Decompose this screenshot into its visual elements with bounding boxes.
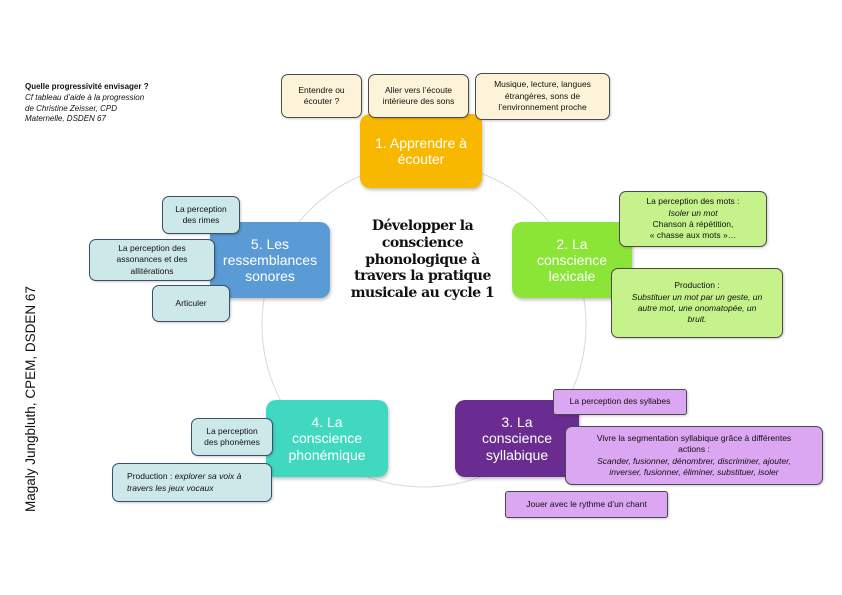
box-text: La perception des mots : [646, 196, 740, 207]
box-text: bruit. [687, 314, 707, 325]
box-text: assonances et des [116, 254, 188, 265]
box-text: écouter ? [303, 96, 340, 106]
box-text: Production : explorer sa voix à [127, 471, 241, 482]
box-text: Production : [127, 471, 175, 482]
box-text: travers les jeux vocaux [127, 482, 214, 493]
box-text: actions : [678, 444, 710, 455]
note-line-2: de Christine Zeisser, CPD [25, 103, 118, 113]
box-ecoute-interieure: Aller vers l’écoute intérieure des sons [368, 74, 469, 118]
box-perception-mots: La perception des mots : Isoler un mot C… [619, 191, 767, 247]
box-perception-rimes: La perception des rimes [162, 196, 240, 234]
box-text: Aller vers l’écoute [384, 84, 453, 95]
box-text: Vivre la segmentation syllabique grâce à… [596, 432, 792, 443]
note-line-1: Cf tableau d’aide à la progression [25, 92, 145, 102]
box-perception-syllabes: La perception des syllabes [553, 389, 687, 415]
node-conscience-phonemique: 4. La conscience phonémique [266, 400, 388, 477]
box-text: allitérations [130, 265, 174, 276]
box-text: Isoler un mot [668, 207, 718, 218]
box-text: Articuler [175, 297, 207, 308]
box-text: l’environnement proche [498, 102, 587, 113]
box-text: Chanson à répétition, [652, 219, 734, 229]
box-perception-phonemes: La perception des phonèmes [191, 418, 273, 456]
note-line-3: Maternelle, DSDEN 67 [25, 114, 106, 124]
box-assonances-allitterations: La perception des assonances et des alli… [89, 239, 215, 281]
note-title: Quelle progressivité envisager ? [25, 82, 149, 91]
box-text: intérieure des sons [382, 96, 455, 106]
box-text: La perception [175, 203, 227, 214]
box-text: des rimes [182, 215, 220, 225]
box-text: Substituer un mot par un geste, un [631, 291, 763, 302]
box-entendre-ecouter: Entendre ou écouter ? [281, 74, 362, 118]
box-text: Jouer avec le rythme d’un chant [526, 498, 647, 509]
box-production-lexicale: Production : Substituer un mot par un ge… [611, 268, 783, 338]
author-credit: Magaly Jungbluth, CPEM, DSDEN 67 [23, 286, 38, 512]
box-text: des phonèmes [204, 437, 260, 447]
node-ressemblances-sonores: 5. Les ressemblances sonores [210, 222, 330, 298]
box-text: Entendre ou [298, 84, 345, 95]
box-segmentation-syllabique: Vivre la segmentation syllabique grâce à… [565, 426, 823, 485]
box-rythme-chant: Jouer avec le rythme d’un chant [505, 491, 668, 518]
box-text: explorer sa voix à [174, 471, 242, 482]
box-text: La perception des syllabes [569, 396, 671, 407]
box-text: Scander, fusionner, dénombrer, discrimin… [597, 455, 791, 466]
box-articuler: Articuler [152, 285, 230, 322]
box-text: La perception des [118, 242, 186, 253]
box-text: étrangères, sons de [504, 90, 581, 101]
box-text: inverser, fusionner, éliminer, substitue… [609, 466, 779, 477]
center-title: Développer la conscience phonologique à … [350, 218, 495, 302]
box-text: Production : [674, 280, 720, 291]
progression-note: Quelle progressivité envisager ? Cf tabl… [25, 82, 225, 125]
box-musique-lecture: Musique, lecture, langues étrangères, so… [475, 73, 610, 120]
box-text: La perception [206, 425, 258, 436]
box-text: autre mot, une onomatopée, un [637, 303, 757, 313]
box-production-vocale: Production : explorer sa voix à travers … [112, 463, 272, 502]
box-text: « chasse aux mots »… [649, 230, 737, 241]
box-text: Musique, lecture, langues [494, 79, 591, 90]
node-apprendre-ecouter: 1. Apprendre à écouter [360, 114, 482, 188]
